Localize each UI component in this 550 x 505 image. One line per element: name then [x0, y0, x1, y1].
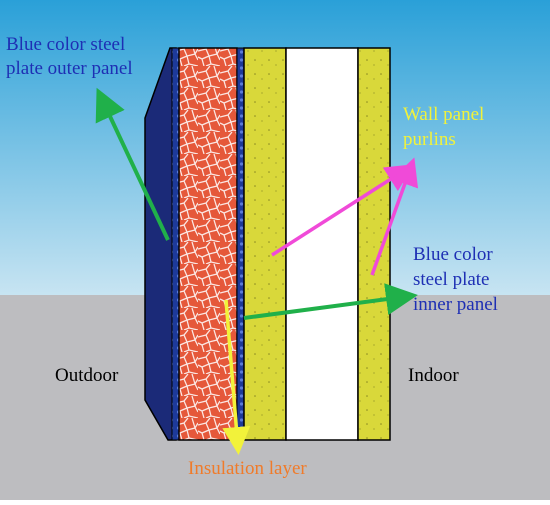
outer-panel-arrow	[95, 87, 170, 241]
label-inner-panel-3: inner panel	[413, 294, 498, 315]
purlin-right	[357, 47, 391, 441]
label-insulation: Insulation layer	[188, 458, 307, 479]
purlin-left	[243, 47, 287, 441]
inner-steel-panel	[236, 47, 245, 441]
label-outer-panel-2: plate outer panel	[6, 58, 133, 79]
inner-panel-arrow	[243, 283, 418, 320]
label-outer-panel-1: Blue color steel	[6, 34, 125, 55]
outer-panel-fasteners	[171, 47, 180, 441]
insulation-arrow	[222, 299, 251, 455]
outer-steel-panel	[144, 47, 177, 441]
label-outdoor: Outdoor	[55, 365, 119, 386]
label-purlins-1: Wall panel	[403, 104, 484, 125]
label-purlins-2: purlins	[403, 129, 456, 150]
air-cavity	[285, 47, 359, 441]
insulation-layer	[178, 47, 238, 441]
label-indoor: Indoor	[408, 365, 459, 386]
label-inner-panel-1: Blue color	[413, 244, 493, 265]
purlin-arrow-left	[271, 164, 414, 257]
label-inner-panel-2: steel plate	[413, 269, 490, 290]
purlin-arrow-right	[370, 157, 419, 276]
